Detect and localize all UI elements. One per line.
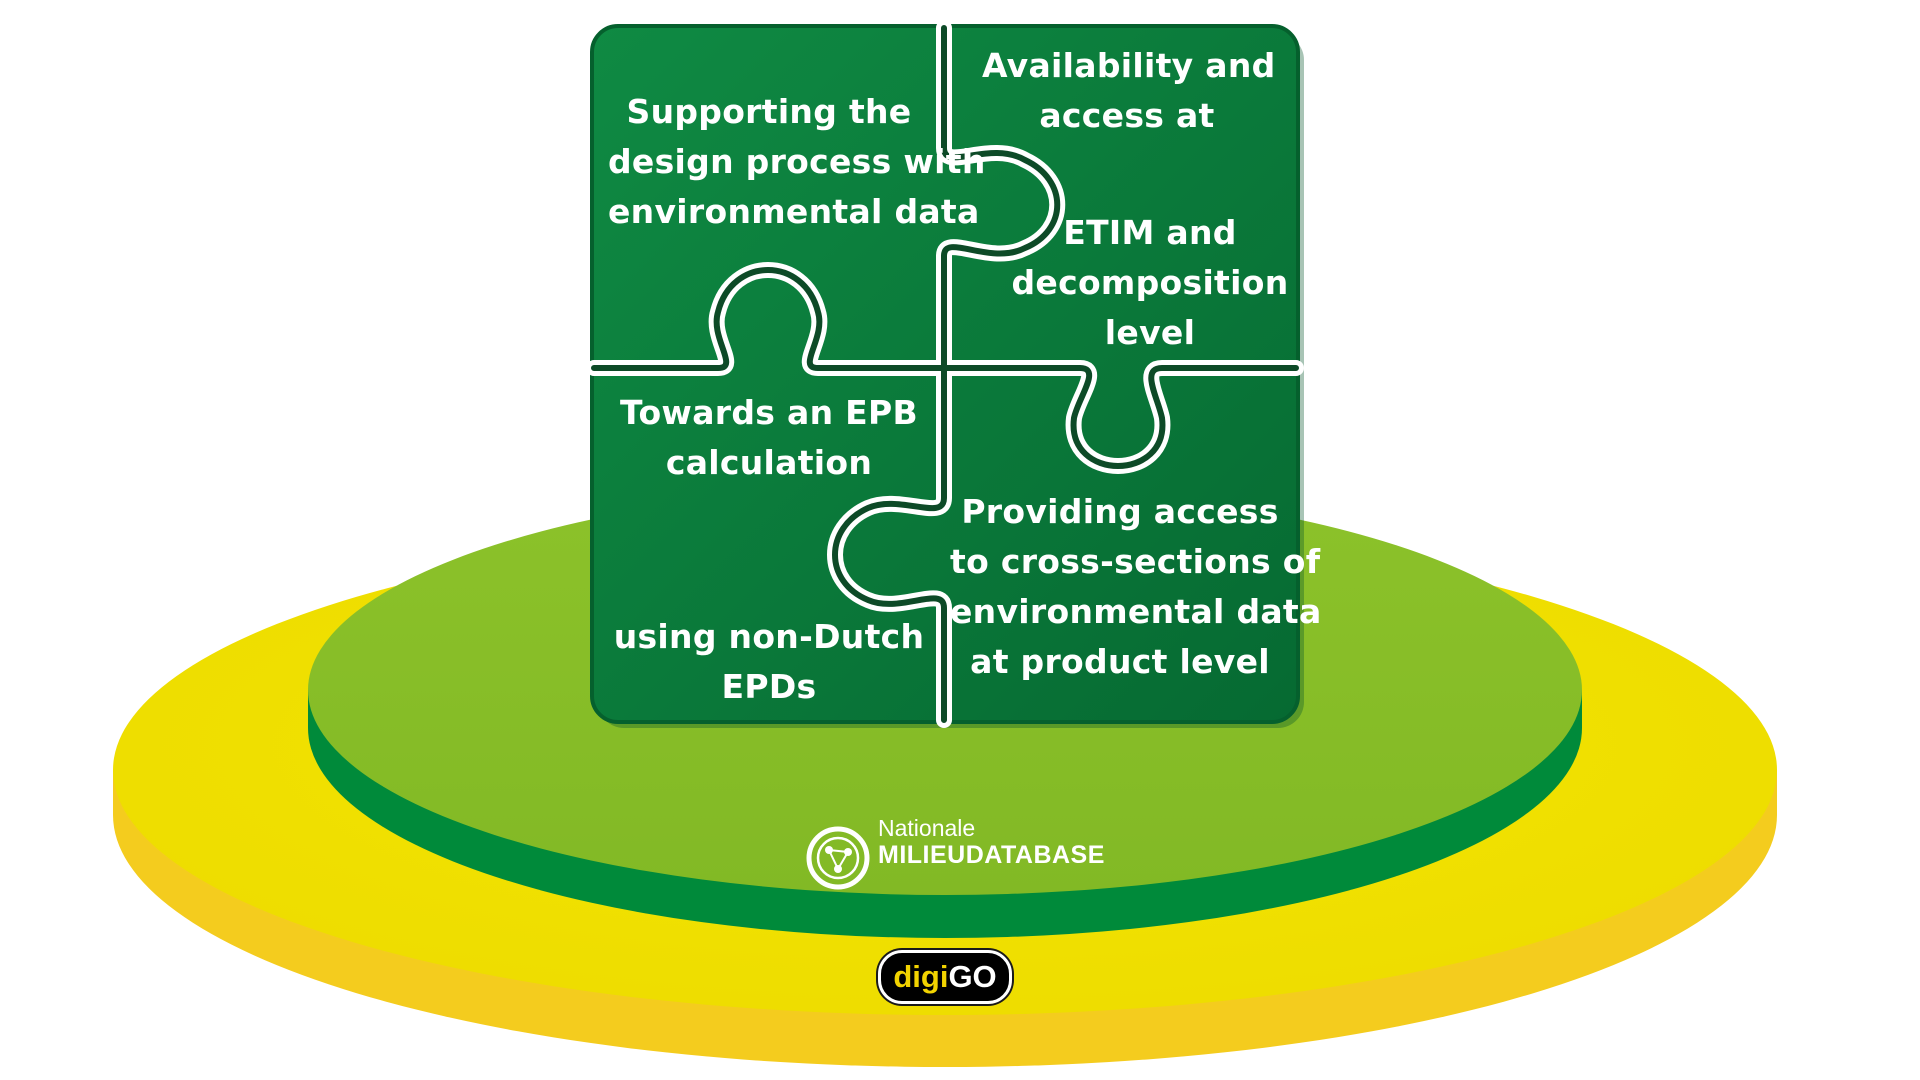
piece-top-right-line-2: access at xyxy=(1039,96,1215,135)
piece-bottom-left-text: Towards an EPB calculation xyxy=(608,388,930,488)
nmd-logo: Nationale MILIEUDATABASE xyxy=(800,817,1105,868)
piece-bottom-right-text: Providing access to cross-sections of en… xyxy=(950,487,1322,687)
digigo-logo-digi: digi xyxy=(893,959,949,994)
piece-bottom-left-line-5: using non-Dutch xyxy=(613,617,925,656)
nmd-logo-small: Nationale xyxy=(878,815,976,841)
piece-top-left-line-2: design process with xyxy=(608,142,986,181)
piece-bottom-right-line-3: environmental data xyxy=(950,592,1322,631)
digigo-logo-go: GO xyxy=(948,959,997,994)
piece-bottom-right-line-1: Providing access xyxy=(961,492,1279,531)
nmd-logo-big: MILIEUDATABASE xyxy=(878,841,1105,869)
puzzle-seam-shadow xyxy=(591,25,1299,723)
piece-bottom-right-line-4: at product level xyxy=(970,642,1270,681)
piece-top-right-text-lower: ETIM and decomposition level xyxy=(1010,208,1290,358)
piece-top-right-line-5: decomposition xyxy=(1011,263,1289,302)
piece-bottom-left-text-lower: using non-Dutch EPDs xyxy=(608,612,930,712)
puzzle xyxy=(586,20,1304,728)
piece-top-left-line-3: environmental data xyxy=(608,192,980,231)
piece-top-right-line-1: Availability and xyxy=(982,46,1276,85)
piece-bottom-left-line-6: EPDs xyxy=(721,667,817,706)
piece-bottom-left-line-1: Towards an EPB xyxy=(620,393,918,432)
piece-bottom-left-line-2: calculation xyxy=(665,443,873,482)
piece-top-left-text: Supporting the design process with envir… xyxy=(608,87,986,237)
piece-top-right-text: Availability and access at xyxy=(982,41,1276,141)
piece-top-right-line-4: ETIM and xyxy=(1063,213,1237,252)
nmd-logo-words: Nationale MILIEUDATABASE xyxy=(878,817,1105,868)
nmd-emblem-icon xyxy=(806,826,870,890)
piece-top-right-line-6: level xyxy=(1104,313,1196,352)
piece-bottom-right-line-2: to cross-sections of xyxy=(950,542,1321,581)
piece-top-left-line-1: Supporting the xyxy=(626,92,912,131)
